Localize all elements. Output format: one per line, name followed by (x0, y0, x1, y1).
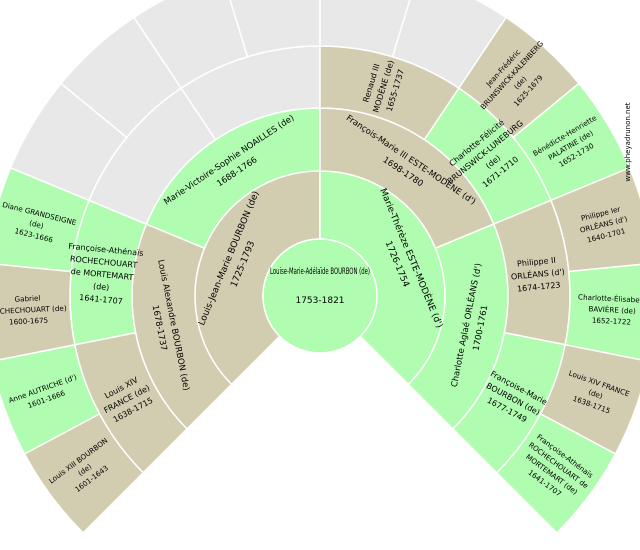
ancestor-dates: 1674-1723 (517, 280, 561, 293)
root-person-name: Louise-Marie-Adélaïde BOURBON (de) (270, 266, 370, 277)
site-watermark-text: www.pheyadrunon.net (624, 102, 632, 181)
root-person-circle[interactable] (262, 238, 378, 354)
ancestor-dates: 1641-1707 (79, 293, 123, 306)
site-watermark: www.pheyadrunon.net (624, 102, 632, 181)
ancestor-sector[interactable] (495, 412, 617, 534)
root-person-dates: 1753-1821 (295, 296, 344, 306)
ancestor-name: Gabriel (14, 293, 40, 303)
ancestor-name: Charlotte-Élisabeth (578, 292, 640, 304)
ancestor-dates: 1652-1722 (592, 316, 632, 327)
ancestor-name: Philippe II (517, 256, 557, 269)
ancestor-name: (de) (28, 218, 45, 230)
ancestor-sectors (0, 0, 640, 534)
ancestor-name: BAVIÈRE (de) (588, 304, 636, 315)
ancestor-dates: 1600-1675 (9, 316, 49, 327)
root-person[interactable]: Louise-Marie-Adélaïde BOURBON (de) 1753-… (262, 238, 378, 354)
ancestor-name: ROCHECHOUART (de) (0, 304, 67, 317)
ancestor-name: (de) (93, 282, 110, 293)
